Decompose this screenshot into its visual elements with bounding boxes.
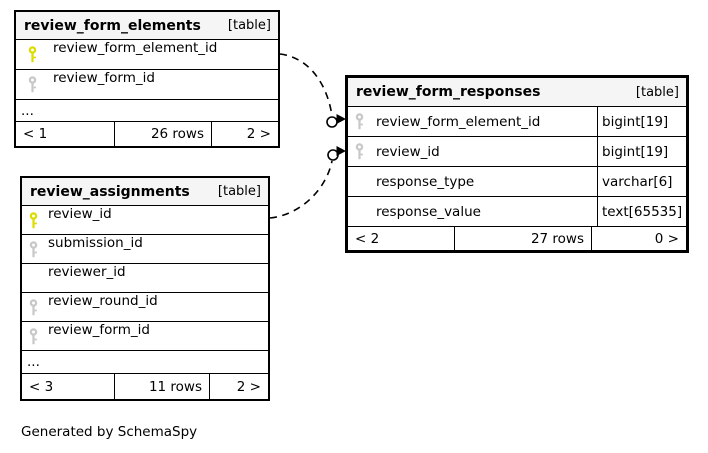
column-name-cell: review_form_element_id [348,107,597,136]
foreign-key-icon [28,235,48,263]
table-type-label: [table] [227,18,271,33]
column-row: review_form_element_id bigint[19] [348,107,686,137]
column-row: reviewer_id [22,264,268,293]
connector-review_assignments-to-review_form_responses [269,146,346,219]
key-icon-placeholder [28,264,48,292]
column-name-cell: response_value [348,197,597,226]
foreign-key-icon [354,113,376,130]
column-name: review_form_id [48,322,150,338]
primary-key-icon [27,40,53,69]
connector-circle-marker [327,149,339,161]
column-row: review_form_element_id [16,40,278,70]
column-name: review_form_id [53,70,155,86]
column-row: submission_id [22,235,268,264]
column-row: review_form_id [22,322,268,351]
table-footer: < 1 26 rows 2 > [16,122,278,146]
foreign-key-icon [354,143,376,160]
table-name[interactable]: review_assignments [30,183,190,200]
table-review_form_elements[interactable]: review_form_elements [table] review_form… [14,10,280,148]
connector-circle-marker [326,116,338,128]
row-count: 27 rows [455,227,592,250]
primary-key-icon [28,206,48,234]
table-type-label: [table] [217,184,261,199]
table-header[interactable]: review_form_elements [table] [16,12,278,40]
table-footer: < 2 27 rows 0 > [348,227,686,250]
column-name: review_form_element_id [376,113,541,130]
connector-review_form_elements-to-review_form_responses [279,53,346,128]
table-header[interactable]: review_form_responses [table] [348,78,686,107]
foreign-key-icon [28,322,48,350]
column-row: review_round_id [22,293,268,322]
foreign-key-icon [28,293,48,321]
column-data-type: varchar[6] [597,167,686,196]
column-row: review_form_id [16,70,278,100]
table-footer: < 3 11 rows 2 > [22,374,268,399]
row-count: 11 rows [115,374,210,399]
column-name: submission_id [48,235,143,251]
column-row: review_id bigint[19] [348,137,686,167]
row-count: 26 rows [115,122,212,146]
column-name: review_round_id [48,293,158,309]
table-header[interactable]: review_assignments [table] [22,178,268,206]
column-name: reviewer_id [48,264,126,280]
foreign-key-icon [27,70,53,99]
column-data-type: bigint[19] [597,137,686,166]
column-row: review_id [22,206,268,235]
column-row: response_value text[65535] [348,197,686,227]
column-name: review_id [376,143,440,160]
column-row: response_type varchar[6] [348,167,686,197]
column-data-type: bigint[19] [597,107,686,136]
table-name[interactable]: review_form_elements [24,17,201,34]
column-name: review_id [48,206,112,222]
table-type-label: [table] [635,84,679,100]
table-name[interactable]: review_form_responses [356,84,541,100]
column-data-type: text[65535] [597,197,686,226]
more-columns-ellipsis: ... [22,351,268,374]
hidden-relations-left[interactable]: < 3 [22,374,115,399]
hidden-relations-right[interactable]: 2 > [246,126,271,142]
table-review_form_responses[interactable]: review_form_responses [table] review_for… [345,75,689,253]
column-name-cell: review_id [348,137,597,166]
column-name: review_form_element_id [53,40,218,56]
generated-by-note: Generated by SchemaSpy [21,424,198,440]
column-name-cell: response_type [348,167,597,196]
hidden-relations-right[interactable]: 0 > [654,230,679,247]
hidden-relations-right[interactable]: 2 > [236,378,261,395]
column-name: response_value [376,203,481,220]
hidden-relations-left[interactable]: < 1 [16,122,115,146]
column-name: response_type [376,173,475,190]
more-columns-ellipsis: ... [16,100,278,122]
table-review_assignments[interactable]: review_assignments [table] review_id sub… [20,176,270,401]
hidden-relations-left[interactable]: < 2 [348,227,455,250]
